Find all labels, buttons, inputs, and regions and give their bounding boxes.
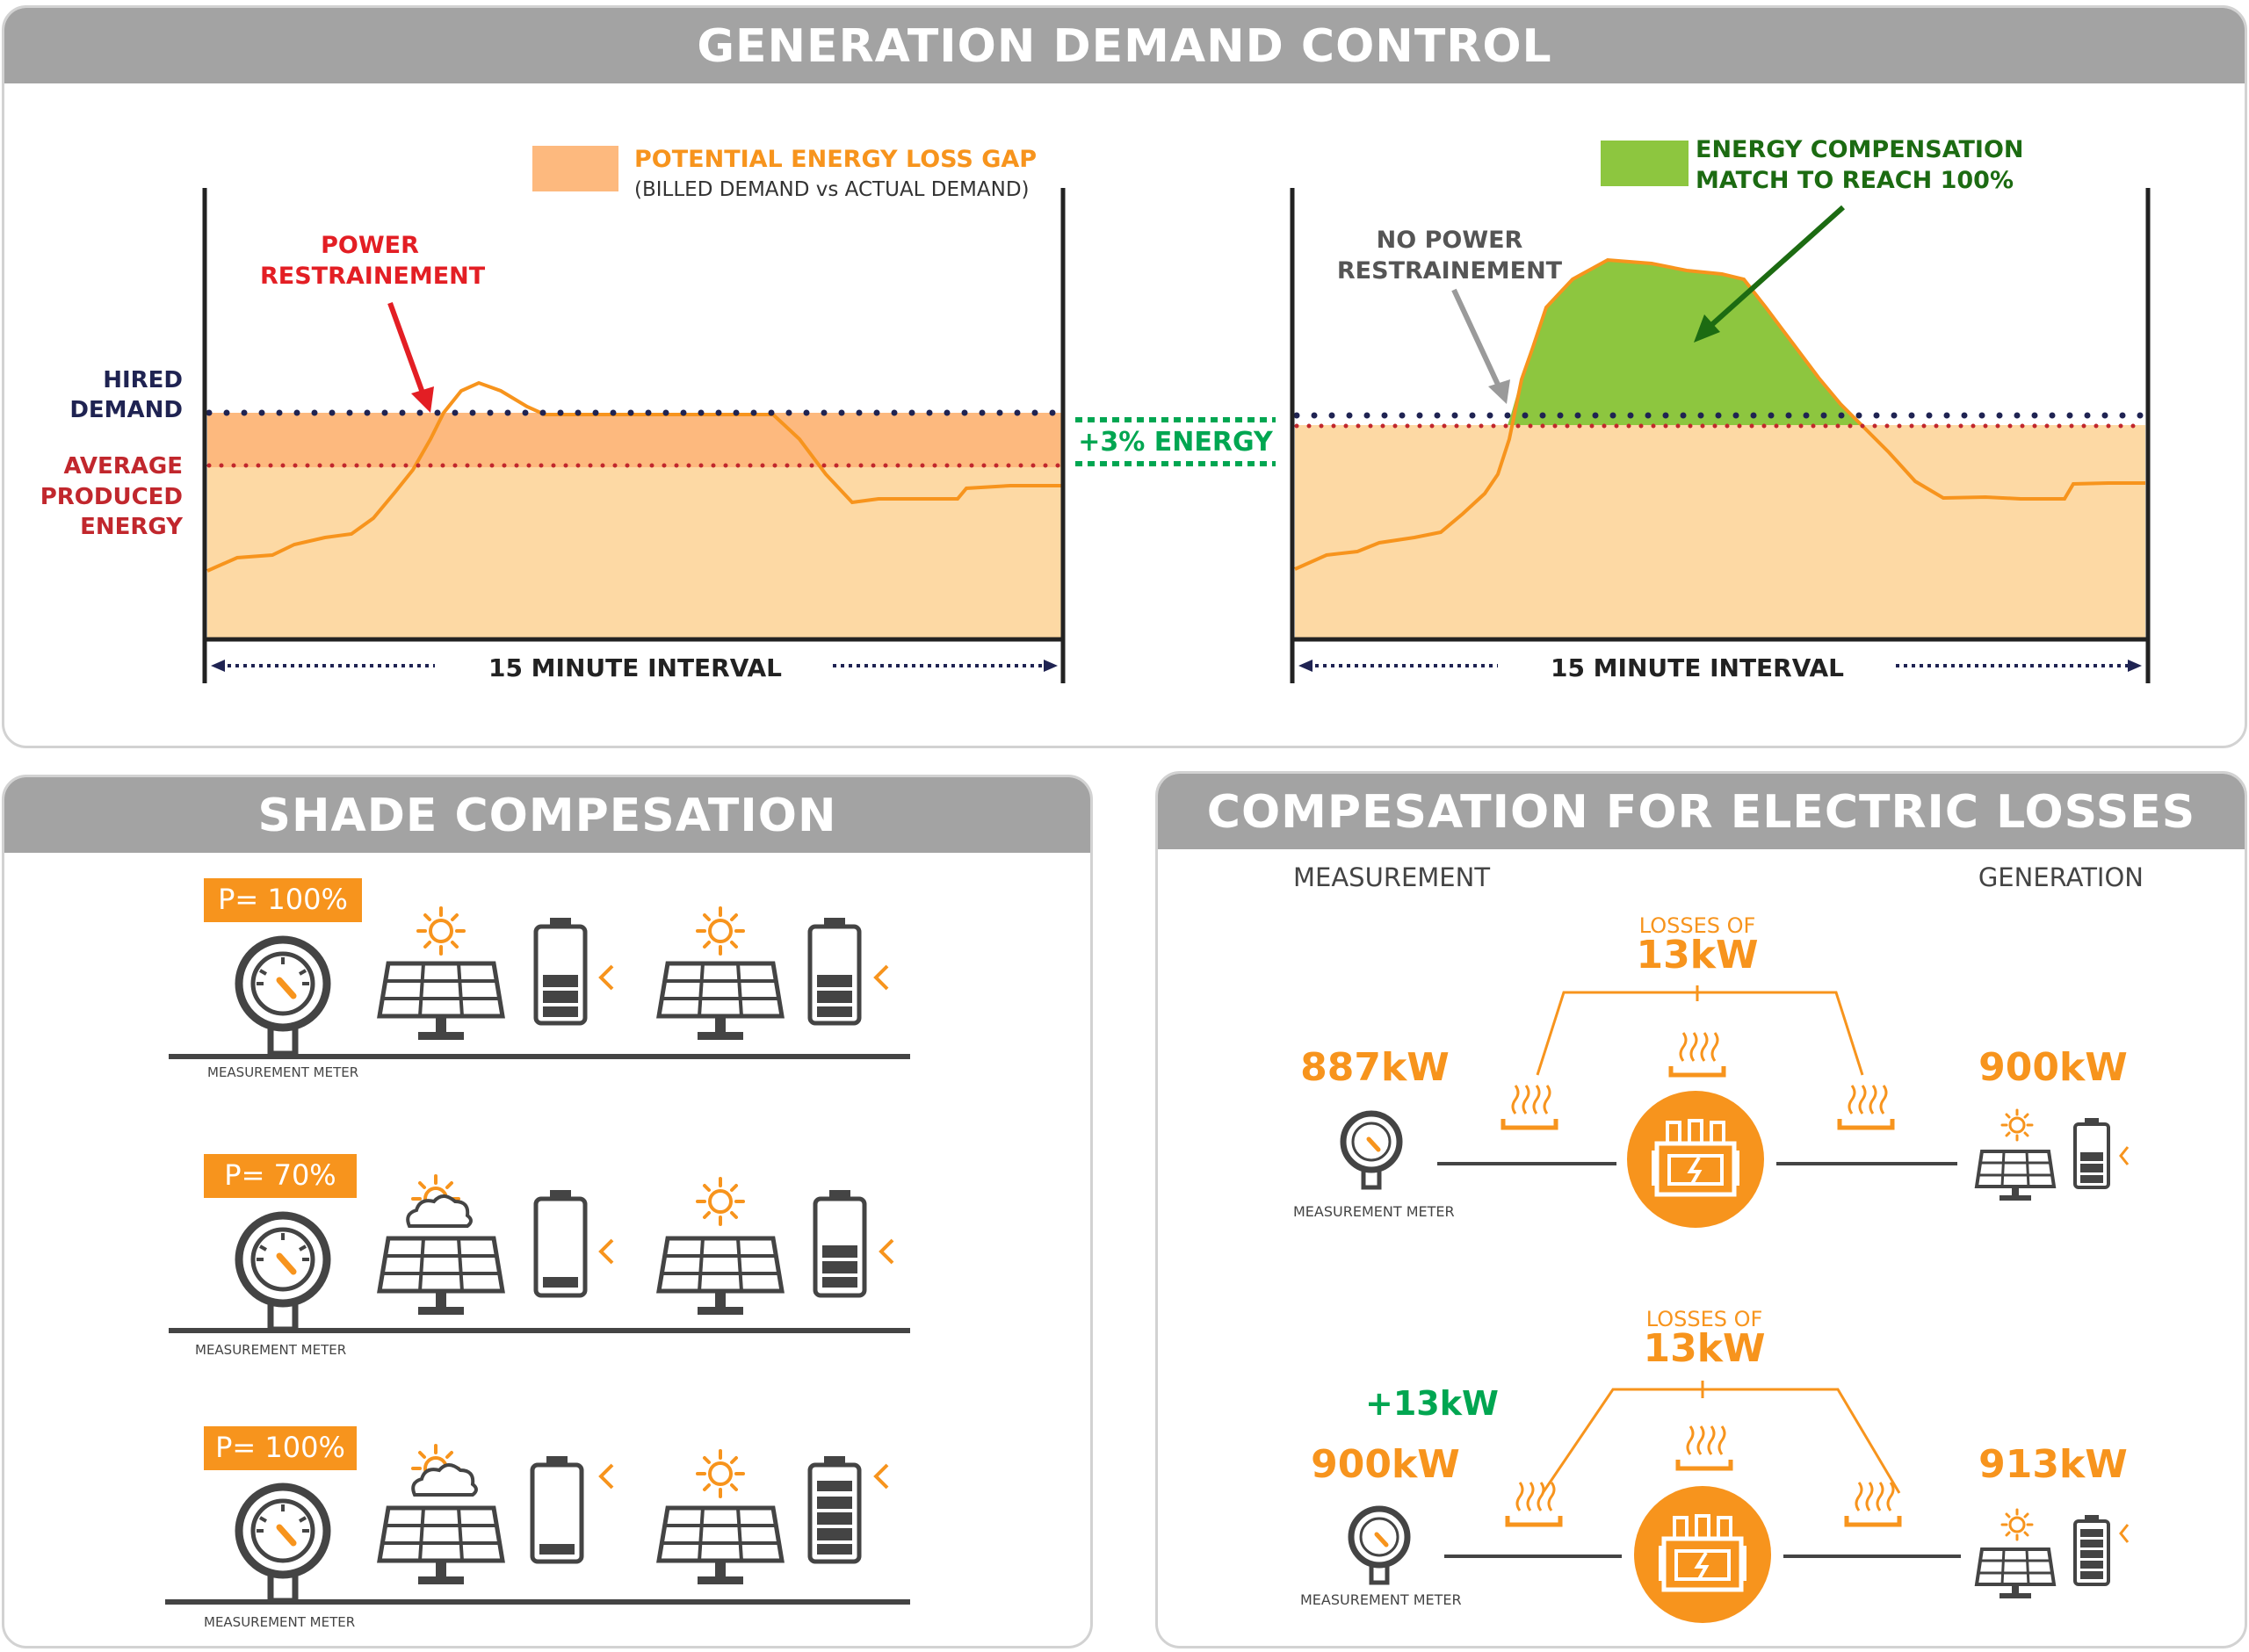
transformer-icon: [1627, 1091, 1764, 1228]
battery-icon: [533, 918, 588, 1026]
hired-demand-label-2: DEMAND: [69, 397, 183, 423]
measured-value-1: 887kW: [1300, 1045, 1450, 1090]
losses-label-2: LOSSES OF: [1645, 1307, 1763, 1331]
power-restrainement-label-2: RESTRAINEMENT: [260, 263, 486, 290]
losses-title: COMPESATION FOR ELECTRIC LOSSES: [1158, 774, 2245, 849]
generated-value-1: 900kW: [1978, 1045, 2128, 1090]
heat-icon: [1847, 1482, 1899, 1525]
solar-panel-icon: [1975, 1547, 2056, 1600]
battery-icon: [813, 1190, 867, 1298]
power-badge-3: [204, 1426, 357, 1470]
produced-energy-area-left: [207, 465, 1061, 638]
shade-title: SHADE COMPESATION: [4, 777, 1090, 853]
measured-value-2: 900kW: [1311, 1442, 1460, 1487]
losses-bracket-2: [1541, 1388, 1901, 1494]
power-value-1: P= 100%: [218, 883, 348, 916]
energy-loss-gap-band: [207, 413, 1061, 467]
meter-label-s1: MEASUREMENT METER: [1293, 1203, 1455, 1220]
battery-icon: [533, 1190, 588, 1298]
shade-illustrations: [165, 878, 910, 1652]
transformer-icon: [1634, 1486, 1771, 1623]
heat-icon: [1503, 1086, 1556, 1128]
no-power-restrainement-label-2: RESTRAINEMENT: [1336, 257, 1563, 285]
average-energy-label-2: PRODUCED: [40, 484, 183, 510]
power-badge-2: [204, 1154, 357, 1198]
generation-header: GENERATION: [1978, 862, 2144, 892]
interval-label-right: 15 MINUTE INTERVAL: [1550, 653, 1845, 682]
left-demand-chart: [202, 141, 2151, 683]
energy-compensation-area: [1508, 260, 1861, 425]
heat-icon: [1508, 1482, 1560, 1525]
hired-demand-label-1: HIRED: [103, 367, 183, 393]
energy-bonus-label: +3% ENERGY: [1078, 427, 1273, 458]
meter-label-s2: MEASUREMENT METER: [1300, 1591, 1462, 1608]
battery-icon: [807, 918, 862, 1026]
power-badge-1: [204, 878, 362, 922]
compensation-legend-swatch: [1601, 141, 1689, 186]
power-restrainement-label-1: POWER: [321, 232, 419, 259]
comp-legend-line1: ENERGY COMPENSATION: [1696, 136, 2024, 163]
losses-value-1: 13kW: [1636, 933, 1759, 977]
losses-label-1: LOSSES OF: [1638, 913, 1756, 938]
actual-demand-curve-right: [1294, 257, 2145, 571]
comp-legend-line2: MATCH TO REACH 100%: [1696, 167, 2014, 194]
measurement-header: MEASUREMENT: [1293, 862, 1491, 892]
bonus-value-2: +13kW: [1365, 1384, 1499, 1423]
heat-icon: [1678, 1426, 1731, 1468]
heat-icon: [1671, 1033, 1724, 1075]
gap-legend-swatch: [532, 146, 618, 191]
gap-legend-subtitle: (BILLED DEMAND vs ACTUAL DEMAND): [634, 178, 1030, 201]
shade-compensation-panel: SHADE COMPESATION: [2, 775, 1093, 1648]
sun-icon: [2000, 1108, 2034, 1142]
generated-value-2: 913kW: [1978, 1442, 2128, 1487]
heat-icon: [1840, 1086, 1892, 1128]
generation-title: GENERATION DEMAND CONTROL: [4, 8, 2245, 83]
meter-label-2: MEASUREMENT METER: [195, 1342, 347, 1358]
losses-value-2: 13kW: [1643, 1326, 1766, 1371]
battery-icon: [2073, 1118, 2110, 1189]
losses-bracket-1: [1536, 991, 1864, 1076]
sun-icon: [2000, 1508, 2034, 1541]
actual-demand-curve-left: [206, 380, 1061, 573]
battery-icon: [530, 1456, 584, 1564]
gap-legend-title: POTENTIAL ENERGY LOSS GAP: [634, 146, 1038, 173]
no-power-restrainement-label-1: NO POWER: [1376, 227, 1523, 254]
battery-icon: [2073, 1515, 2110, 1586]
gauge-icon: [1351, 1509, 1407, 1583]
gauge-icon: [1343, 1114, 1399, 1187]
power-value-3: P= 100%: [215, 1431, 345, 1464]
meter-label-3: MEASUREMENT METER: [204, 1614, 356, 1630]
average-energy-label-3: ENERGY: [80, 514, 183, 540]
battery-icon: [807, 1456, 862, 1564]
meter-label-1: MEASUREMENT METER: [207, 1064, 359, 1080]
power-value-2: P= 70%: [224, 1158, 336, 1192]
average-energy-label-1: AVERAGE: [63, 453, 183, 480]
solar-panel-icon: [1975, 1150, 2056, 1202]
interval-label-left: 15 MINUTE INTERVAL: [488, 653, 783, 682]
